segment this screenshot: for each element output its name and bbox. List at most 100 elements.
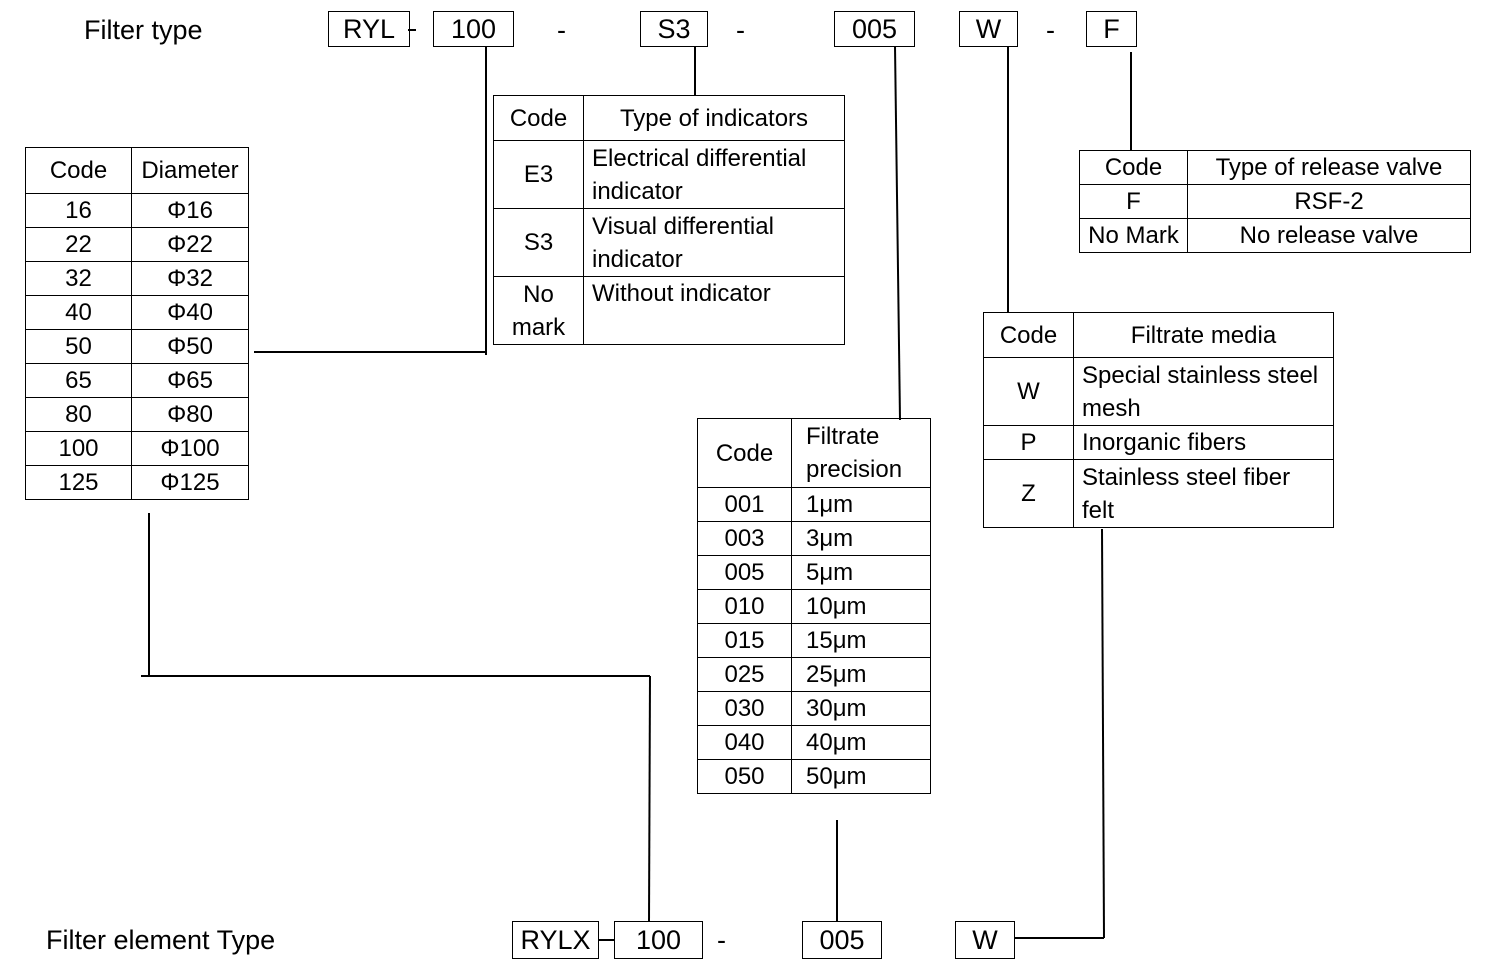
row-code: 80 (25, 397, 132, 432)
row-code: W (983, 357, 1074, 426)
row-code: Z (983, 459, 1074, 528)
row-value: 5μm (791, 555, 931, 590)
row-code: No Mark (1079, 218, 1188, 253)
code-box-indicator: S3 (640, 11, 708, 47)
row-value: Φ22 (131, 227, 249, 262)
header-code: Code (25, 147, 132, 194)
header-diameter: Diameter (131, 147, 249, 194)
row-code: 40 (25, 295, 132, 330)
row-value: Φ40 (131, 295, 249, 330)
code-box-series: RYL (328, 11, 410, 47)
element-code-box-media: W (955, 921, 1015, 959)
row-value: 40μm (791, 725, 931, 760)
row-code: 010 (697, 589, 792, 624)
row-value: RSF-2 (1187, 184, 1471, 219)
code-box-precision: 005 (834, 11, 915, 47)
header-precision: Filtrate precision (791, 418, 931, 488)
header-code: Code (983, 312, 1074, 358)
row-value: Φ65 (131, 363, 249, 398)
row-code: 65 (25, 363, 132, 398)
row-value: Φ100 (131, 431, 249, 466)
row-value: Inorganic fibers (1073, 425, 1334, 460)
separator-dash: - (1046, 15, 1055, 45)
code-box-diameter: 100 (433, 11, 514, 47)
row-value: No release valve (1187, 218, 1471, 253)
row-code: 125 (25, 465, 132, 500)
row-code: 32 (25, 261, 132, 296)
row-code: 100 (25, 431, 132, 466)
row-value: Without indicator (583, 276, 845, 345)
row-code: No mark (493, 276, 584, 345)
row-code: 16 (25, 193, 132, 228)
row-code: 003 (697, 521, 792, 556)
filter-element-type-label: Filter element Type (46, 925, 276, 955)
header-valve-type: Type of release valve (1187, 150, 1471, 185)
header-code: Code (697, 418, 792, 488)
table-header-row: Code Type of release valve (1079, 150, 1471, 185)
table-header-row: Code Type of indicators (493, 95, 845, 141)
row-value: Φ32 (131, 261, 249, 296)
row-code: F (1079, 184, 1188, 219)
header-code: Code (1079, 150, 1188, 185)
row-code: E3 (493, 140, 584, 209)
separator-dash: - (557, 15, 566, 45)
row-code: 22 (25, 227, 132, 262)
header-code: Code (493, 95, 584, 141)
row-value: Φ80 (131, 397, 249, 432)
element-code-box-diameter: 100 (614, 921, 703, 959)
code-box-media: W (959, 11, 1018, 47)
separator-dash: - (736, 15, 745, 45)
row-code: 050 (697, 759, 792, 794)
row-code: 015 (697, 623, 792, 658)
row-code: 001 (697, 487, 792, 522)
row-value: Stainless steel fiber felt (1073, 459, 1334, 528)
row-value: 3μm (791, 521, 931, 556)
row-value: Φ125 (131, 465, 249, 500)
row-code: 005 (697, 555, 792, 590)
row-value: Special stainless steel mesh (1073, 357, 1334, 426)
code-box-valve: F (1086, 11, 1137, 47)
header-indicator-type: Type of indicators (583, 95, 845, 141)
row-code: 030 (697, 691, 792, 726)
table-header-row: Code Filtrate precision (697, 418, 931, 488)
table-header-row: Code Diameter (25, 147, 249, 194)
element-code-box-series: RYLX (512, 921, 599, 959)
row-value: 15μm (791, 623, 931, 658)
table-header-row: Code Filtrate media (983, 312, 1334, 358)
row-value: 1μm (791, 487, 931, 522)
row-value: Φ50 (131, 329, 249, 364)
row-value: 30μm (791, 691, 931, 726)
element-code-box-precision: 005 (802, 921, 882, 959)
separator-dash: - (717, 925, 726, 955)
row-value: 50μm (791, 759, 931, 794)
row-code: 025 (697, 657, 792, 692)
row-code: S3 (493, 208, 584, 277)
row-code: P (983, 425, 1074, 460)
header-media: Filtrate media (1073, 312, 1334, 358)
